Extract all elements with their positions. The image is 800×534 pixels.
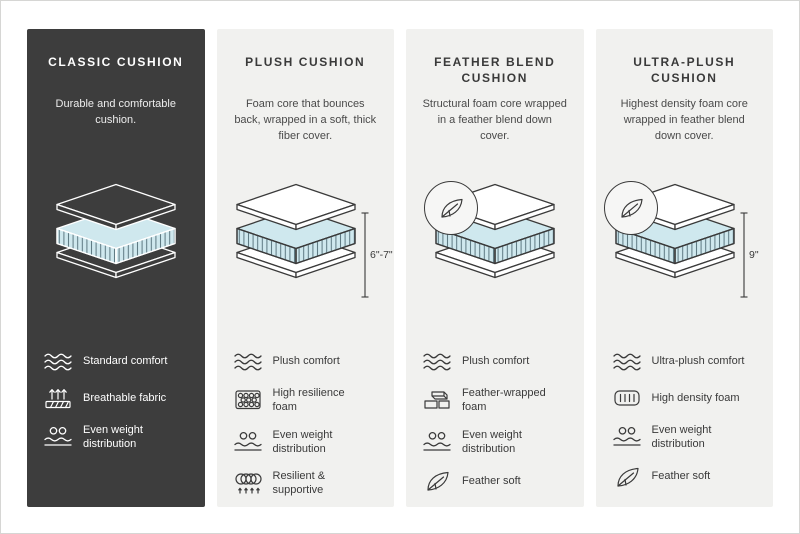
waves-icon [422,349,452,373]
density-icon [612,386,642,410]
feather-icon [616,193,646,223]
feature-item: Even weight distribution [612,423,766,452]
panel-feather-blend-cushion: FEATHER BLEND CUSHION Structural foam co… [406,29,584,507]
panel-description: Foam core that bounces back, wrapped in … [234,98,377,142]
even-weight-icon [612,425,642,449]
feature-label: Feather soft [651,470,711,483]
feature-item: Plush comfort [233,349,387,373]
feature-label: High resilience foam [272,387,345,414]
even-weight-icon [233,430,263,454]
feature-item: Feather soft [612,465,766,489]
feature-list: Standard comfort Breathable fabric Even … [27,335,205,452]
feather-badge [424,181,478,235]
feature-item: High resilience foam [233,386,387,415]
feature-item: Even weight distribution [43,423,197,452]
panel-description: Highest density foam core wrapped in fea… [620,98,748,142]
cushion-illustration [27,183,205,335]
feature-label: Even weight distribution [272,428,333,455]
waves-icon [612,349,642,373]
feature-label: Plush comfort [462,354,530,367]
panel-plush-cushion: PLUSH CUSHION Foam core that bounces bac… [216,29,395,507]
feature-list: Ultra-plush comfort High density foam Ev… [596,335,774,507]
cushion-diagram-icon [235,183,357,280]
feature-label: Feather soft [462,475,521,488]
feature-item: Even weight distribution [422,428,576,457]
panel-classic-cushion: CLASSIC CUSHION Durable and comfortable … [27,29,205,507]
feather-badge [603,181,658,235]
feature-label: Firm & supportive [652,506,748,507]
cushion-illustration: 9" [596,181,774,335]
feature-label: Breathable fabric [83,391,167,404]
feature-label: Even weight distribution [83,424,143,451]
panel-ultra-plush-cushion: ULTRA-PLUSH CUSHION Highest density foam… [595,29,774,507]
breathable-icon [43,386,73,410]
feature-item: Resilient & supportive [233,469,387,498]
feature-label: Even weight distribution [651,424,712,451]
cushion-diagram-icon [55,183,177,280]
feather-icon [612,465,642,489]
feature-label: Plush comfort [272,354,340,367]
panel-title: CLASSIC CUSHION [48,55,184,69]
height-measurement: 6"-7" [361,212,393,298]
even-weight-icon [43,425,73,449]
feature-list: Plush comfort Feather-wrapped foam Even … [406,335,584,493]
feature-item: Plush comfort [422,349,576,373]
feature-item: Standard comfort [43,349,197,373]
feature-list: Plush comfort High resilience foam Even … [217,335,395,498]
foam-icon [233,388,263,412]
feature-label: Ultra-plush comfort [651,354,745,367]
waves-icon [43,349,73,373]
height-measurement: 9" [740,212,759,298]
panel-title: ULTRA-PLUSH CUSHION [633,55,736,85]
cushion-illustration [406,181,584,335]
feature-label: High density foam [651,391,740,404]
waves-icon [233,349,263,373]
feature-label: Standard comfort [83,354,168,367]
panel-title: FEATHER BLEND CUSHION [434,55,556,85]
feature-label: Resilient & supportive [272,470,326,497]
measurement-label: 9" [749,249,759,261]
springs-icon [233,471,263,495]
even-weight-icon [422,430,452,454]
feature-label: Feather-wrapped foam [462,387,546,414]
feature-item: Breathable fabric [43,386,197,410]
feature-item: Feather soft [422,469,576,493]
feather-icon [422,469,452,493]
feature-item: High density foam [612,386,766,410]
firm-icon [612,502,642,507]
feature-item: Firm & supportive [612,502,766,507]
panel-description: Structural foam core wrapped in a feathe… [422,98,567,142]
bricks-icon [422,388,452,412]
panel-description: Durable and comfortable cushion. [55,98,176,126]
cushion-illustration: 6"-7" [217,183,395,335]
measurement-label: 6"-7" [370,249,393,261]
feather-icon [436,193,466,223]
feature-item: Ultra-plush comfort [612,349,766,373]
feature-item: Even weight distribution [233,428,387,457]
feature-item: Feather-wrapped foam [422,386,576,415]
panel-title: PLUSH CUSHION [245,55,366,69]
feature-label: Even weight distribution [462,428,522,455]
